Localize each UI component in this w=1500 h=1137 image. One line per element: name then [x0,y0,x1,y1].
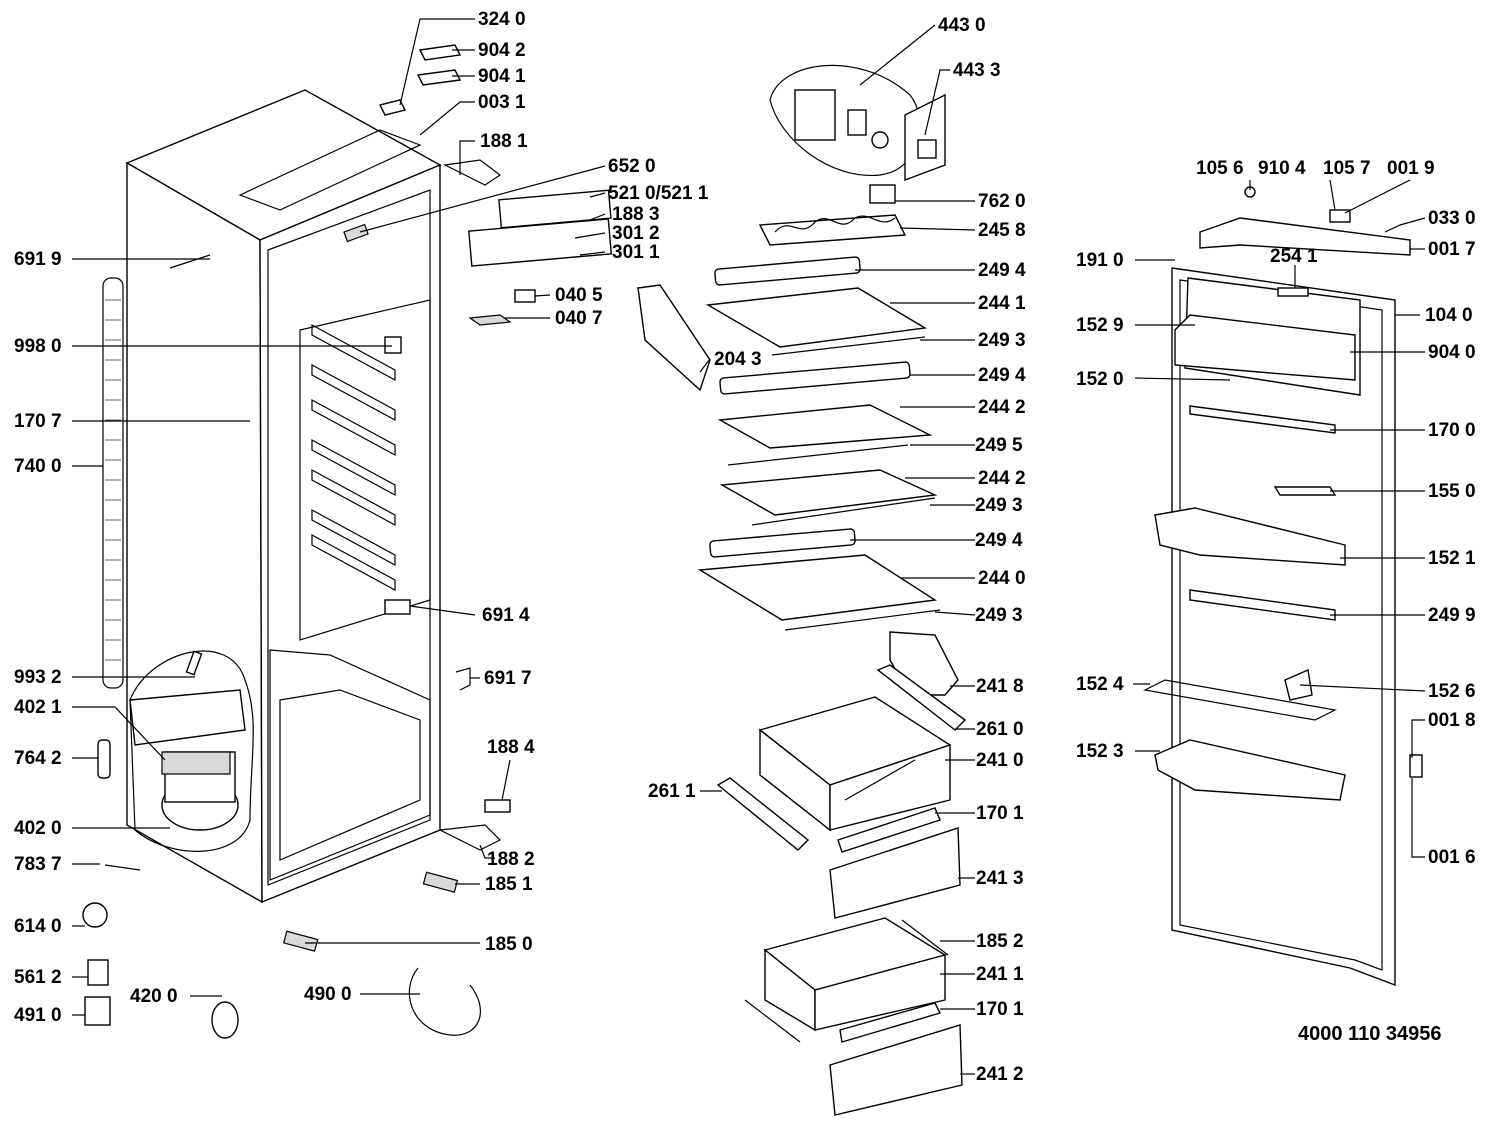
part-callout: 443 0 [938,15,986,36]
part-callout: 152 3 [1076,741,1124,762]
part-callout: 420 0 [130,986,178,1007]
part-callout: 762 0 [978,191,1026,212]
part-callout: 249 9 [1428,605,1476,626]
part-callout: 904 1 [478,66,526,87]
part-callout: 185 2 [976,931,1024,952]
part-callout: 324 0 [478,9,526,30]
part-callout: 001 6 [1428,847,1476,868]
part-callout: 691 9 [14,249,62,270]
part-callout: 241 3 [976,868,1024,889]
part-callout: 783 7 [14,854,62,875]
part-callout: 191 0 [1076,250,1124,271]
door-drawing [1143,186,1423,987]
part-callout: 910 4 [1258,158,1306,179]
part-callout: 241 8 [976,676,1024,697]
part-callout: 188 3 [612,204,660,225]
document-number: 4000 110 34956 [1298,1023,1442,1045]
part-callout: 204 3 [714,349,762,370]
part-callout: 033 0 [1428,208,1476,229]
part-callout: 249 4 [975,530,1023,551]
part-callout: 155 0 [1428,481,1476,502]
part-callout: 261 0 [976,719,1024,740]
part-callout: 105 6 [1196,158,1244,179]
part-callout: 244 0 [978,568,1026,589]
part-callout: 244 1 [978,293,1026,314]
part-callout: 764 2 [14,748,62,769]
part-callout: 241 1 [976,964,1024,985]
part-callout: 249 3 [975,495,1023,516]
part-callout: 001 9 [1387,158,1435,179]
part-callout: 152 1 [1428,548,1476,569]
part-callout: 241 0 [976,750,1024,771]
part-callout: 614 0 [14,916,62,937]
part-callout: 521 0/521 1 [608,183,709,204]
part-callout: 249 4 [978,365,1026,386]
part-callout: 904 0 [1428,342,1476,363]
part-callout: 254 1 [1270,246,1318,267]
part-callout: 104 0 [1425,305,1473,326]
part-callout: 244 2 [978,397,1026,418]
part-callout: 170 1 [976,999,1024,1020]
part-callout: 691 7 [484,668,532,689]
part-callout: 249 3 [975,605,1023,626]
part-callout: 245 8 [978,220,1026,241]
part-callout: 652 0 [608,156,656,177]
part-callout: 170 7 [14,411,62,432]
part-callout: 040 5 [555,285,603,306]
part-callout: 998 0 [14,336,62,357]
part-callout: 185 1 [485,874,533,895]
part-callout: 249 4 [978,260,1026,281]
part-callout: 152 9 [1076,315,1124,336]
part-callout: 249 3 [978,330,1026,351]
leader-lines [72,18,1426,1075]
part-callout: 188 1 [480,131,528,152]
cabinet-drawing [82,44,613,1039]
part-callout: 402 1 [14,697,62,718]
part-callout: 740 0 [14,456,62,477]
part-callout: 402 0 [14,818,62,839]
part-callout: 301 1 [612,242,660,263]
part-callout: 188 2 [487,849,535,870]
part-callout: 185 0 [485,934,533,955]
part-callout: 170 0 [1428,420,1476,441]
part-callout: 301 2 [612,223,660,244]
part-callout: 003 1 [478,92,526,113]
part-callout: 249 5 [975,435,1023,456]
part-callout: 001 8 [1428,710,1476,731]
part-callout: 904 2 [478,40,526,61]
part-callout: 244 2 [978,468,1026,489]
part-callout: 152 6 [1428,681,1476,702]
part-callout: 261 1 [648,781,696,802]
part-callout: 561 2 [14,967,62,988]
part-callout: 993 2 [14,667,62,688]
part-callout: 490 0 [304,984,352,1005]
part-callout: 152 4 [1076,674,1124,695]
part-callout: 691 4 [482,605,530,626]
callout-labels: 324 0 904 2 904 1 003 1 188 1 652 0 521 0/521 … [14,9,1476,1085]
part-callout: 105 7 [1323,158,1371,179]
part-callout: 152 0 [1076,369,1124,390]
part-callout: 040 7 [555,308,603,329]
part-callout: 491 0 [14,1005,62,1026]
part-callout: 188 4 [487,737,535,758]
part-callout: 001 7 [1428,239,1476,260]
part-callout: 443 3 [953,60,1001,81]
shelves-drawing [637,64,967,1116]
part-callout: 170 1 [976,803,1024,824]
part-callout: 241 2 [976,1064,1024,1085]
